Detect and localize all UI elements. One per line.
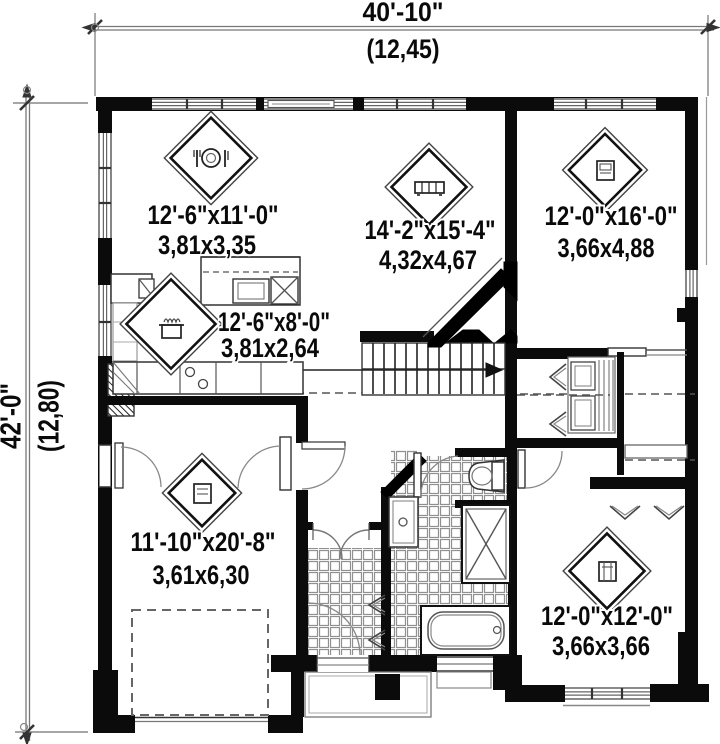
- svg-text:(12,80): (12,80): [33, 380, 65, 452]
- svg-text:3,66x4,88: 3,66x4,88: [558, 233, 655, 263]
- svg-text:42'-0": 42'-0": [0, 383, 27, 449]
- svg-text:3,81x2,64: 3,81x2,64: [221, 333, 319, 363]
- svg-text:3,61x6,30: 3,61x6,30: [153, 560, 250, 590]
- svg-text:3,81x3,35: 3,81x3,35: [158, 230, 256, 260]
- svg-text:3,66x3,66: 3,66x3,66: [552, 631, 650, 661]
- svg-text:14'-2"x15'-4": 14'-2"x15'-4": [365, 215, 496, 245]
- svg-text:12'-0"x16'-0": 12'-0"x16'-0": [545, 201, 678, 231]
- svg-text:40'-10": 40'-10": [363, 0, 444, 27]
- svg-text:4,32x4,67: 4,32x4,67: [379, 245, 477, 275]
- svg-text:12'-0"x12'-0": 12'-0"x12'-0": [541, 601, 673, 631]
- svg-text:12'-6"x8'-0": 12'-6"x8'-0": [218, 307, 330, 337]
- svg-text:12'-6"x11'-0": 12'-6"x11'-0": [148, 200, 279, 230]
- svg-text:(12,45): (12,45): [367, 34, 440, 64]
- svg-text:11'-10"x20'-8": 11'-10"x20'-8": [131, 527, 276, 557]
